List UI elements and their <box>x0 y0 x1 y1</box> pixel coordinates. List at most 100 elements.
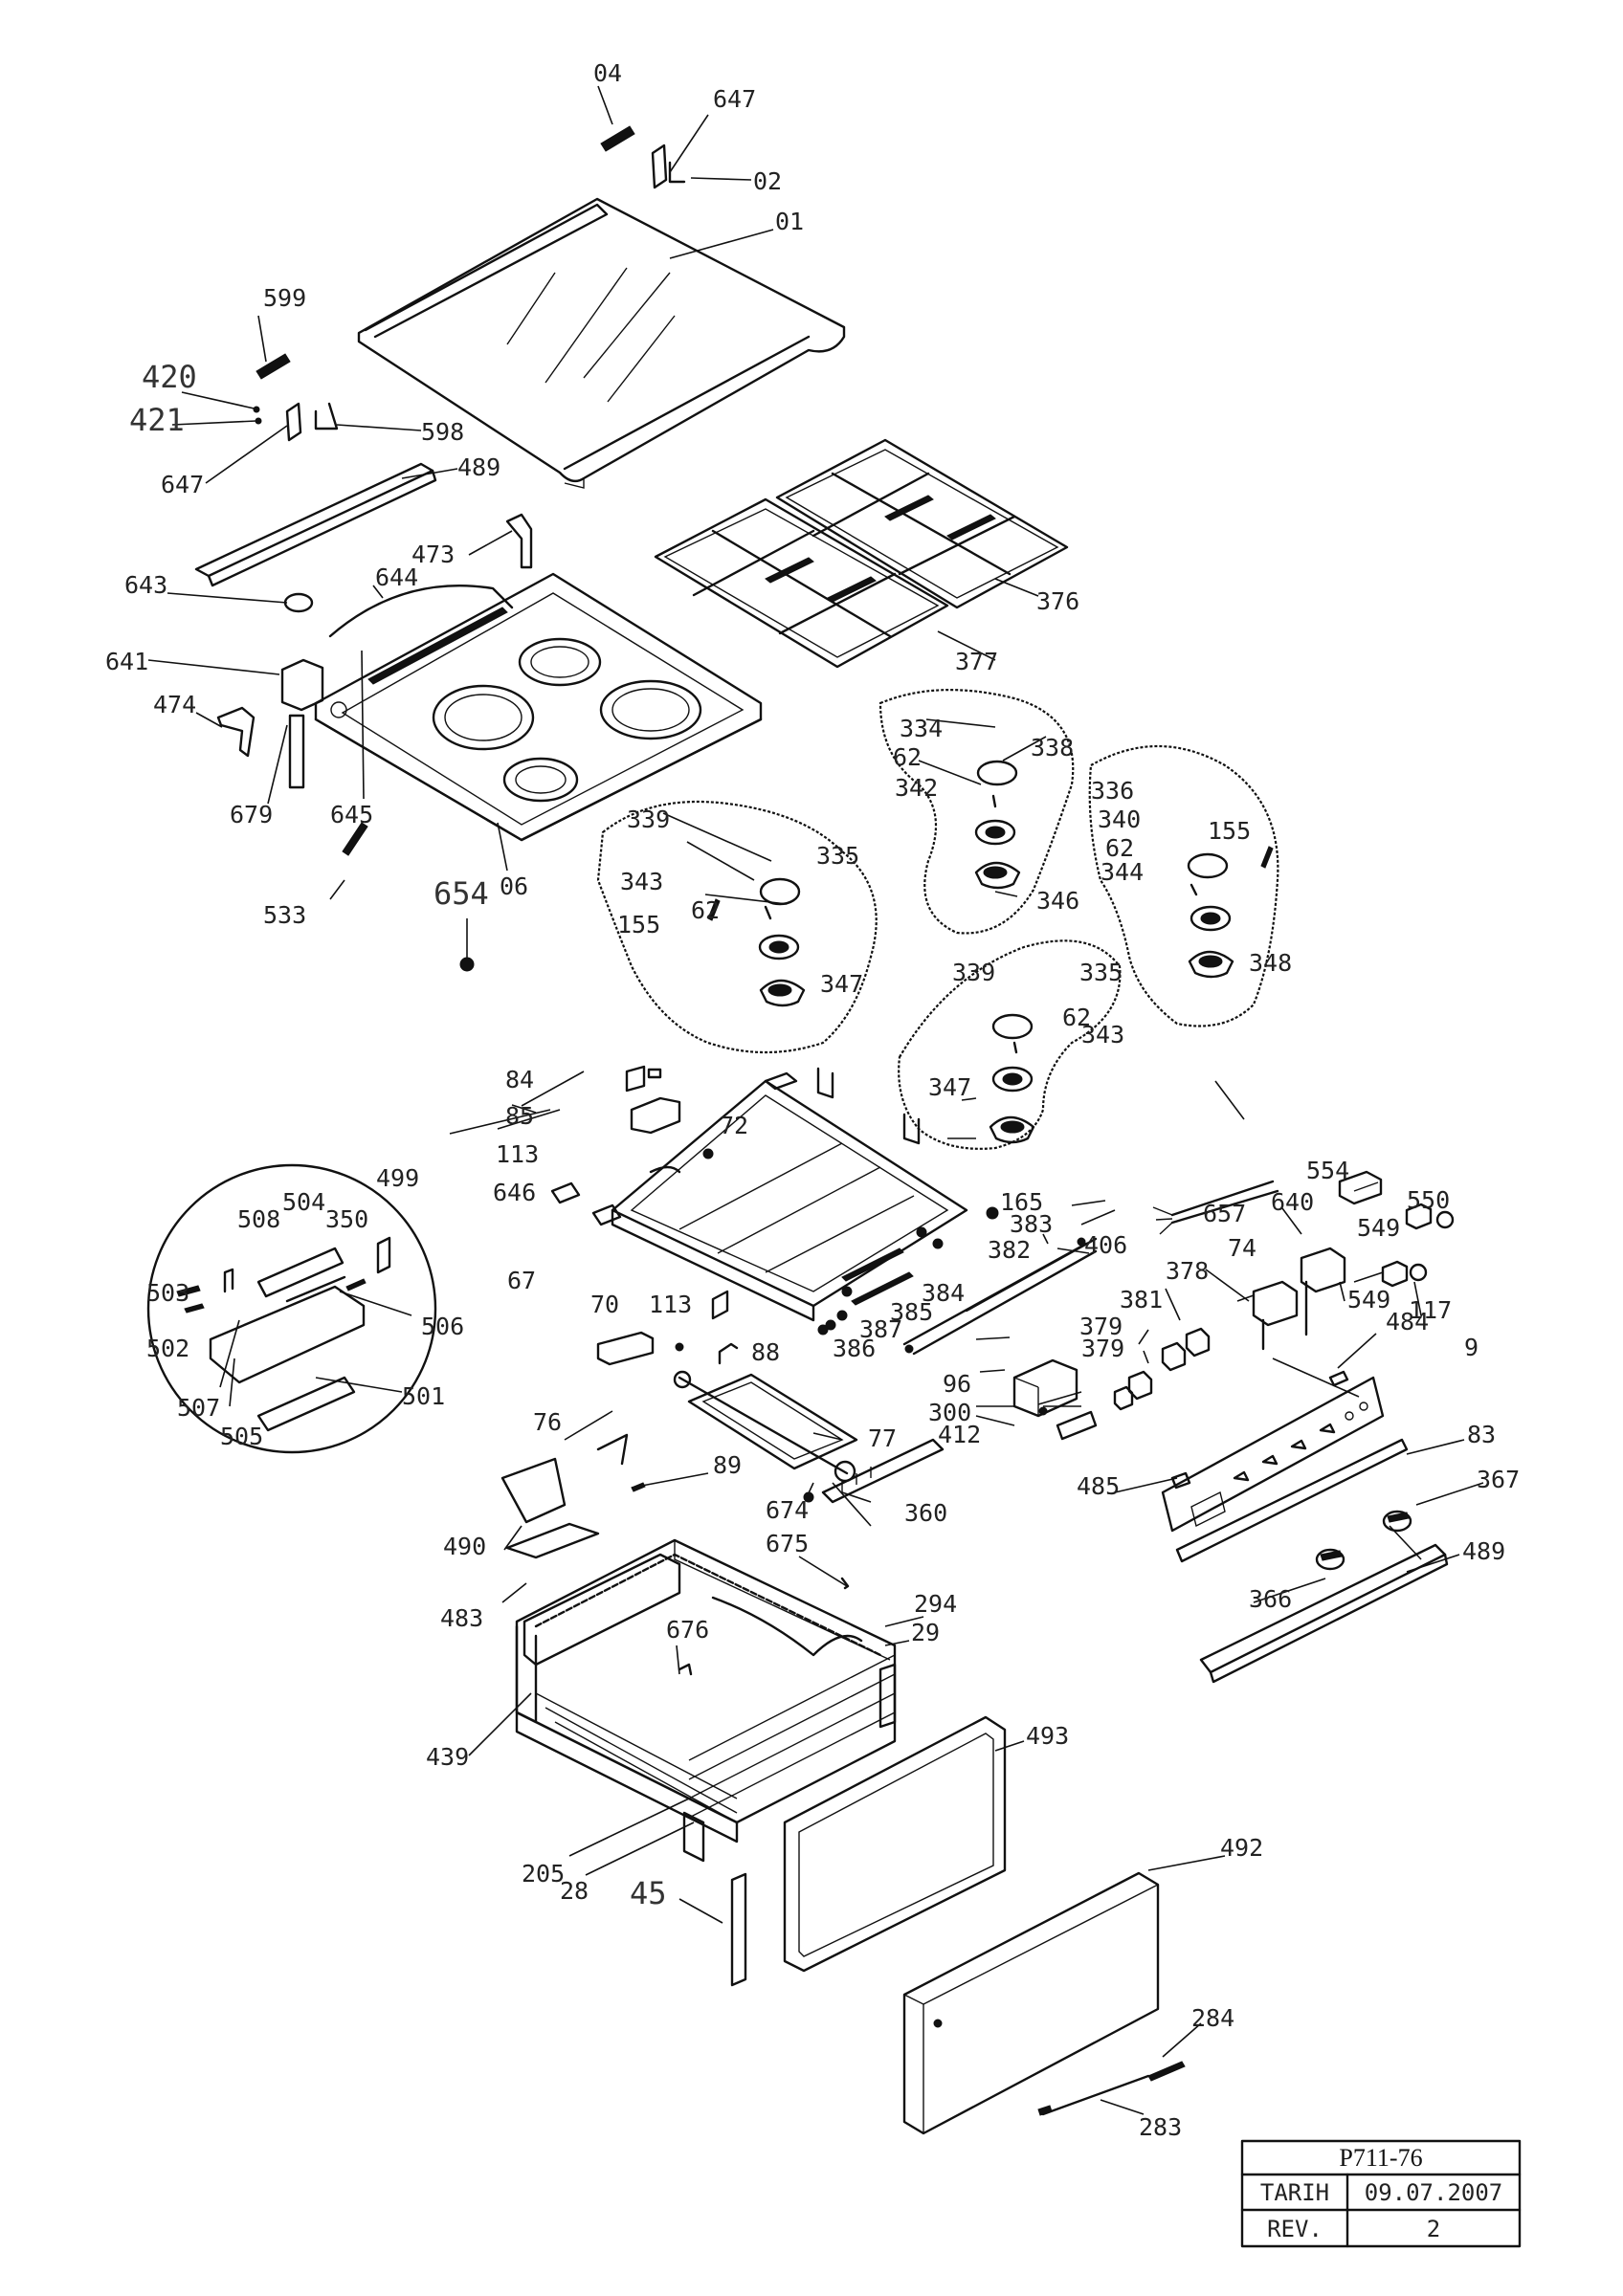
part-label-113: 113 <box>496 1140 539 1168</box>
terminal-554 <box>1338 1170 1383 1205</box>
part-549b <box>1381 1260 1409 1288</box>
part-label-205: 205 <box>522 1860 565 1888</box>
part-70 <box>596 1331 655 1366</box>
part-label-74: 74 <box>1228 1234 1256 1262</box>
part-label-72: 72 <box>720 1112 748 1139</box>
part-label-550: 550 <box>1407 1186 1450 1214</box>
rear-strip-489-bottom <box>1199 1543 1449 1684</box>
pan-support-376 <box>775 438 1069 609</box>
part-label-420: 420 <box>142 359 197 395</box>
tube-644 <box>328 585 514 638</box>
part-label-165: 165 <box>1000 1188 1043 1216</box>
part-label-533: 533 <box>263 901 306 929</box>
burner-group-outline-4 <box>898 939 1122 1150</box>
part-label-473: 473 <box>411 541 455 568</box>
part-label-377: 377 <box>955 648 998 675</box>
part-label-508: 508 <box>237 1205 280 1233</box>
part-label-504: 504 <box>282 1188 325 1216</box>
door-glass-492 <box>902 1871 1160 2135</box>
door-frame-493 <box>783 1715 1007 1973</box>
module-96 <box>1012 1358 1078 1418</box>
part-label-96: 96 <box>943 1370 971 1398</box>
ignition-detail-circle <box>146 1163 437 1454</box>
part-label-549: 549 <box>1357 1214 1400 1242</box>
title-block: P711-76 TARIH 09.07.2007 REV. 2 <box>1240 2139 1522 2248</box>
part-label-483: 483 <box>440 1604 483 1632</box>
hinge-parts-top <box>253 125 686 442</box>
leader-lines <box>147 85 1484 2115</box>
part-label-489: 489 <box>457 453 500 481</box>
part-label-335: 335 <box>1079 959 1123 986</box>
top-lid-01 <box>357 197 846 489</box>
oven-cavity <box>515 1538 897 1863</box>
part-label-421: 421 <box>129 402 185 438</box>
part-label-02: 02 <box>753 167 782 195</box>
part-label-381: 381 <box>1120 1286 1163 1314</box>
part-label-549: 549 <box>1347 1286 1390 1314</box>
part-label-643: 643 <box>124 571 167 599</box>
part-483 <box>505 1522 600 1559</box>
part-label-599: 599 <box>263 284 306 312</box>
burner-group-outline-2 <box>878 689 1075 935</box>
part-label-383: 383 <box>1010 1210 1053 1238</box>
part-label-340: 340 <box>1098 806 1141 833</box>
part-label-77: 77 <box>868 1424 897 1452</box>
part-label-342: 342 <box>895 774 938 802</box>
part-label-647: 647 <box>161 471 204 498</box>
part-label-85: 85 <box>505 1102 534 1130</box>
part-label-62: 62 <box>691 896 720 924</box>
thermocouple-406 <box>902 1237 1098 1356</box>
part-label-62: 62 <box>1105 834 1134 862</box>
part-label-28: 28 <box>560 1877 589 1905</box>
rev-value: 2 <box>1427 2216 1440 2242</box>
part-117 <box>1409 1263 1428 1282</box>
part-label-83: 83 <box>1467 1421 1496 1448</box>
knob-366 <box>1315 1548 1345 1571</box>
wire-76 <box>596 1433 629 1466</box>
burner-set-2 <box>974 760 1021 890</box>
part-label-474: 474 <box>153 691 196 718</box>
part-label-336: 336 <box>1091 777 1134 805</box>
part-490 <box>500 1457 567 1524</box>
part-label-484: 484 <box>1386 1308 1429 1336</box>
part-label-379: 379 <box>1079 1313 1123 1340</box>
part-label-339: 339 <box>627 806 670 833</box>
part-484 <box>1328 1370 1349 1387</box>
tube-679 <box>288 714 305 789</box>
part-label-640: 640 <box>1271 1188 1314 1216</box>
part-label-70: 70 <box>590 1291 619 1318</box>
part-label-386: 386 <box>833 1335 876 1362</box>
part-label-412: 412 <box>938 1421 981 1448</box>
part-label-489: 489 <box>1462 1537 1505 1565</box>
panel-strip-83 <box>1175 1438 1409 1563</box>
rail-45 <box>730 1872 747 1987</box>
burner-set-1 <box>707 877 806 1007</box>
part-674 <box>803 1491 814 1503</box>
plate-412 <box>1056 1410 1098 1441</box>
part-label-335: 335 <box>816 842 859 870</box>
burner-group-outline-3 <box>1088 745 1279 1027</box>
part-label-376: 376 <box>1036 587 1079 615</box>
date-label: TARIH <box>1260 2179 1329 2206</box>
part-label-284: 284 <box>1191 2004 1234 2032</box>
knob-367 <box>1382 1510 1412 1533</box>
part-label-679: 679 <box>230 801 273 828</box>
part-label-01: 01 <box>775 208 804 235</box>
part-label-385: 385 <box>890 1298 933 1326</box>
bracket-473 <box>505 513 533 569</box>
screw-89 <box>631 1482 646 1492</box>
part-label-485: 485 <box>1077 1472 1120 1500</box>
part-label-647: 647 <box>713 85 756 113</box>
bracket-474 <box>216 706 256 758</box>
part-label-641: 641 <box>105 648 148 675</box>
part-label-366: 366 <box>1249 1585 1292 1613</box>
strip-360 <box>821 1438 945 1504</box>
part-label-379: 379 <box>1081 1335 1124 1362</box>
part-label-598: 598 <box>421 418 464 446</box>
part-label-283: 283 <box>1139 2113 1182 2141</box>
part-label-439: 439 <box>426 1743 469 1771</box>
part-label-347: 347 <box>928 1073 971 1101</box>
spring-533 <box>342 822 368 856</box>
part-label-367: 367 <box>1477 1466 1520 1493</box>
